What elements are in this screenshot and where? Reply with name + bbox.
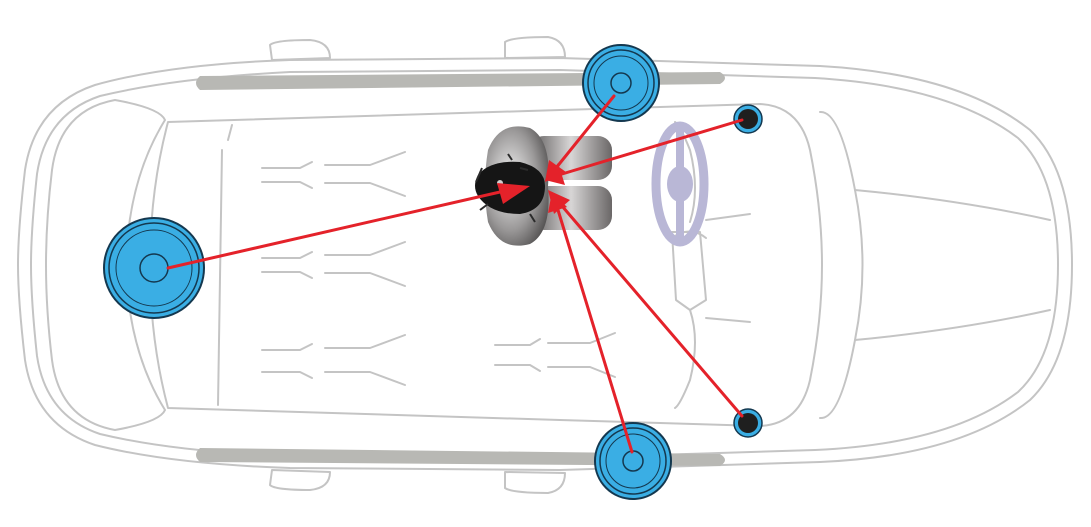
arrow-front-right-door [556, 208, 634, 454]
seat-mark [494, 364, 541, 372]
car-outline-outer [17, 57, 1073, 471]
seat-mark [261, 251, 313, 259]
seat-mark [324, 182, 406, 197]
arrow-head [545, 163, 565, 185]
dash-line-a [705, 213, 751, 221]
seat-mark [261, 271, 313, 279]
arrow-head [497, 183, 530, 204]
seat-mark [261, 181, 313, 189]
rear-window [45, 99, 166, 431]
seat-mark [324, 241, 406, 256]
sound-arrows [166, 94, 744, 454]
rear-divider [217, 149, 223, 406]
seat-mark [261, 343, 313, 351]
front-right-door-woofer [594, 422, 672, 500]
seat-mark [324, 334, 406, 349]
car-outline-inner [30, 69, 1059, 459]
arrow-right-tweeter [560, 204, 744, 418]
seat-mark [324, 151, 406, 166]
car-body [17, 36, 1073, 494]
rear-woofer [103, 217, 205, 319]
arrow-left-tweeter [560, 118, 744, 176]
cabin-outline [149, 103, 823, 427]
mirror-right-front [504, 471, 566, 494]
seat-mark [324, 272, 406, 287]
arrow-front-left-door [554, 94, 616, 170]
left-dash-tweeter [733, 104, 763, 134]
seat-mark [547, 332, 616, 344]
mirror-right-rear [269, 469, 331, 491]
mirror-left-rear [269, 39, 331, 61]
arrow-head [548, 192, 567, 213]
seat-mark [324, 371, 406, 386]
rear-divider [227, 124, 233, 141]
arrow-rear-woofer [166, 190, 502, 270]
seat-mark [261, 371, 313, 379]
seat-mark [494, 338, 541, 346]
front-left-door-woofer [582, 44, 660, 122]
mirror-left-front [504, 36, 566, 59]
dash-left-panel [674, 309, 696, 409]
hood-line-top [854, 189, 1051, 221]
sill-strip-right [196, 448, 725, 466]
hood-line-bottom [854, 309, 1051, 341]
windshield-line [819, 111, 864, 419]
steering-wheel [651, 121, 709, 247]
seat-mark [261, 161, 313, 169]
dash-line-b [705, 317, 751, 323]
